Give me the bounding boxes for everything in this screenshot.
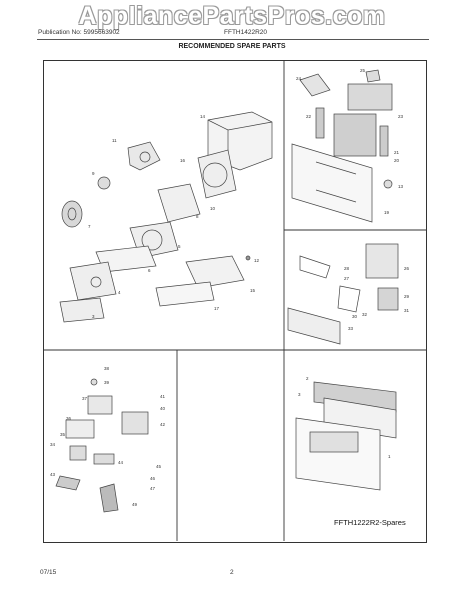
callout: 27: [344, 276, 350, 281]
callout: 49: [132, 502, 138, 507]
callout: 3: [92, 314, 95, 319]
filter-panel-parts: [291, 69, 393, 223]
callout: 30: [352, 314, 358, 319]
callout: 41: [160, 394, 166, 399]
callout: 20: [394, 158, 400, 163]
coil-panel-parts: [287, 243, 399, 345]
callout: 15: [250, 288, 256, 293]
parts-diagram-frame: [43, 60, 427, 543]
callout: 47: [150, 486, 156, 491]
callout: 45: [156, 464, 162, 469]
footer-date: 07/15: [40, 569, 57, 576]
callout: 39: [104, 380, 110, 385]
callout: 43: [50, 472, 56, 477]
callout: 31: [404, 308, 410, 313]
callout: 3: [298, 392, 301, 397]
electrical-panel-parts: [55, 378, 149, 513]
page-number: 2: [230, 569, 234, 576]
callout: 25: [360, 68, 366, 73]
callout: 44: [118, 460, 124, 465]
callout: 33: [348, 326, 354, 331]
cabinet-panel-parts: [295, 381, 397, 491]
callout: 21: [394, 150, 400, 155]
callout: 13: [398, 184, 404, 189]
callout: 8: [196, 214, 199, 219]
callout: 37: [82, 396, 88, 401]
callout: 28: [344, 266, 350, 271]
callout: 38: [104, 366, 110, 371]
section-title: RECOMMENDED SPARE PARTS: [178, 43, 286, 50]
callout: 11: [112, 138, 117, 143]
callout: 42: [160, 422, 166, 427]
callout: 24: [296, 76, 302, 81]
callout: 5: [178, 244, 181, 249]
callout: 10: [210, 206, 216, 211]
callout: 1: [388, 454, 391, 459]
callout: 14: [200, 114, 206, 119]
callout: 32: [362, 312, 368, 317]
callout-numbers: 14 16 11 9 10 5 6 7 8 12 4 3 17 15 24 25…: [50, 68, 410, 507]
callout: 9: [92, 171, 95, 176]
callout: 40: [160, 406, 166, 411]
callout: 23: [398, 114, 404, 119]
callout: 7: [88, 224, 91, 229]
callout: 6: [148, 268, 151, 273]
spares-label: FFTH1222R2-Spares: [334, 518, 406, 527]
callout: 36: [66, 416, 72, 421]
watermark: AppliancePartsPros.com: [78, 2, 386, 30]
callout: 46: [150, 476, 156, 481]
callout: 4: [118, 290, 121, 295]
callout: 16: [180, 158, 186, 163]
model-number: FFTH1422R20: [224, 29, 267, 36]
callout: 34: [50, 442, 56, 447]
header-rule: [37, 39, 429, 40]
publication-number: Publication No: 5995663902: [38, 29, 120, 36]
callout: 12: [254, 258, 260, 263]
callout: 19: [384, 210, 390, 215]
callout: 17: [214, 306, 220, 311]
main-panel-parts: [59, 111, 273, 323]
callout: 35: [60, 432, 66, 437]
callout: 26: [404, 266, 410, 271]
panel-dividers: [43, 60, 426, 541]
callout: 2: [306, 376, 309, 381]
callout: 22: [306, 114, 312, 119]
callout: 29: [404, 294, 410, 299]
